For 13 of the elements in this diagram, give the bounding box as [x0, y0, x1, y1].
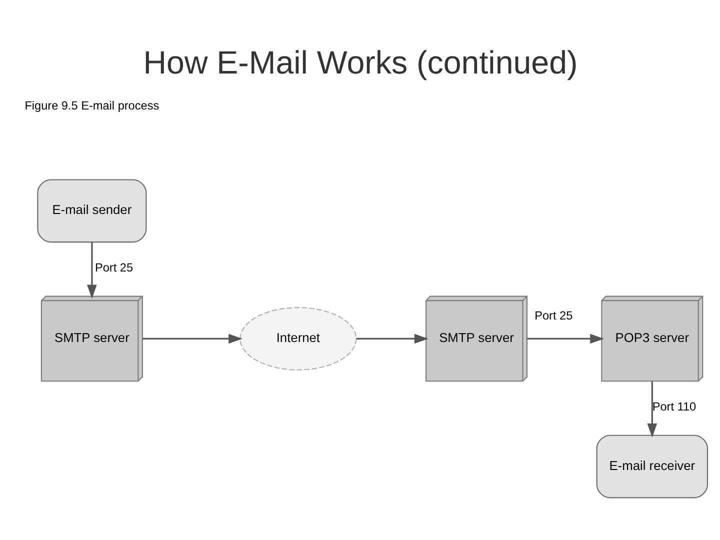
- arrow: [646, 380, 657, 438]
- arrow: [526, 333, 604, 344]
- arrow: [142, 333, 242, 344]
- arrow: [86, 242, 96, 298]
- edge-label: Port 110: [652, 399, 696, 414]
- label: Figure 9.5 E-mail process: [24, 98, 159, 112]
- arrow: [356, 333, 428, 344]
- node-box: E-mail sender: [36, 178, 146, 242]
- node-box: E-mail receiver: [596, 434, 708, 498]
- node-ellipse: Internet: [239, 306, 356, 370]
- edge-label: Port 25: [94, 260, 133, 274]
- diagram-title: How E-Mail Works (continued): [142, 44, 578, 80]
- edge-label: Port 25: [534, 308, 572, 322]
